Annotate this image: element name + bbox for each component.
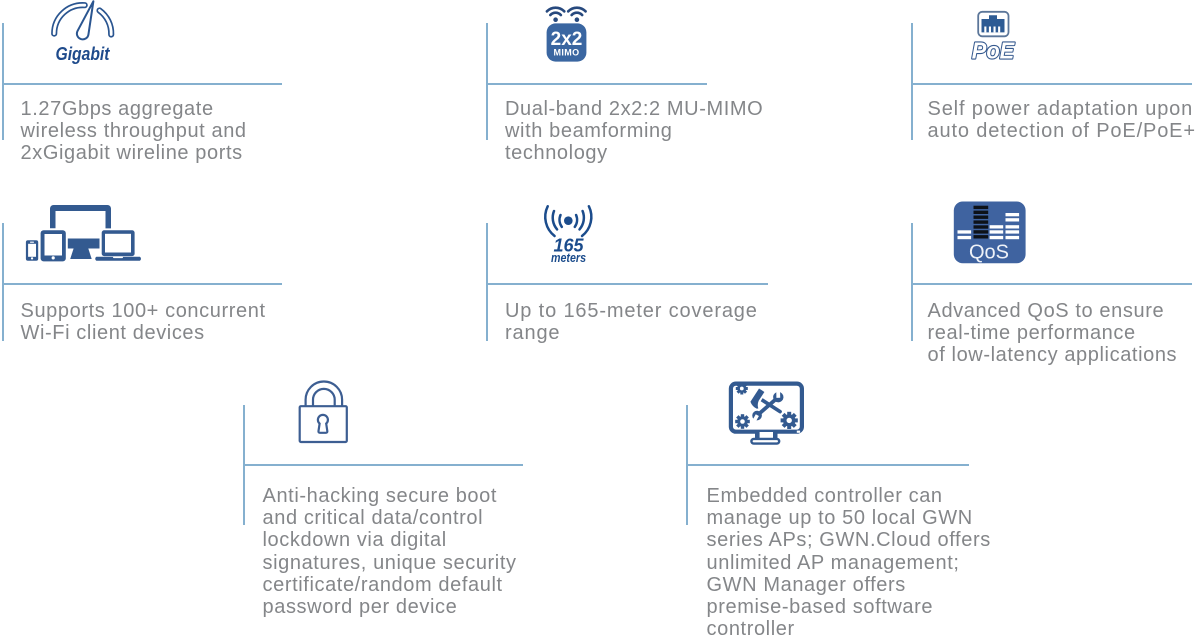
svg-text:MIMO: MIMO bbox=[553, 47, 579, 57]
svg-text:QoS: QoS bbox=[969, 242, 1009, 264]
svg-text:2x2: 2x2 bbox=[551, 28, 583, 49]
svg-text:Gigabit: Gigabit bbox=[56, 43, 111, 64]
svg-text:165: 165 bbox=[553, 235, 584, 255]
svg-text:PoE: PoE bbox=[972, 38, 1016, 64]
svg-text:meters: meters bbox=[551, 250, 586, 265]
